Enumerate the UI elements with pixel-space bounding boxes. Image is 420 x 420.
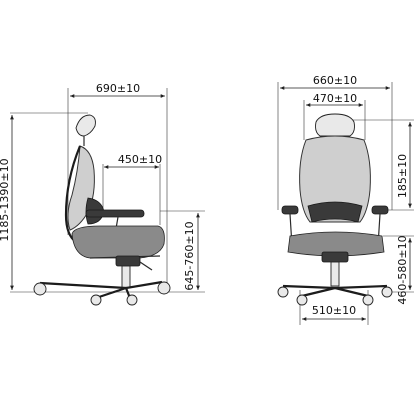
gas-lift xyxy=(121,265,131,289)
lumbar-front xyxy=(307,201,363,223)
caster-far-right xyxy=(381,286,393,298)
backrest-width-label: 470±10 xyxy=(313,92,357,105)
base-leg-back xyxy=(39,281,127,290)
backrest-front xyxy=(299,135,371,223)
overall-width-label: 660±10 xyxy=(313,74,357,87)
overall-height-label: 1185-1390±10 xyxy=(0,158,11,241)
caster-left xyxy=(90,294,102,306)
headrest-front xyxy=(315,113,355,137)
headrest-side xyxy=(75,114,96,137)
side-view: 690±10 450±10 1185-1390±10 645-760±10 xyxy=(0,82,205,306)
chair-front-drawing xyxy=(277,113,393,306)
seat-side xyxy=(71,225,165,259)
caster-near-right xyxy=(362,294,374,306)
gas-lift-front xyxy=(330,261,340,287)
headrest-height-label: 185±10 xyxy=(396,154,409,198)
armrest-left xyxy=(281,205,299,215)
base-width-label: 510±10 xyxy=(312,304,356,317)
seat-depth-label: 450±10 xyxy=(118,153,162,166)
backrest-frame xyxy=(64,145,82,243)
base-leg-far-left xyxy=(282,284,336,290)
seat-height-label: 645-760±10 xyxy=(183,221,196,290)
base-leg-near-right xyxy=(334,286,369,298)
armrest-pad xyxy=(85,209,145,218)
tension-lever xyxy=(139,261,153,271)
tilt-mechanism xyxy=(115,255,141,267)
overall-depth-label: 690±10 xyxy=(96,82,140,95)
mechanism-front xyxy=(321,251,349,263)
base-leg-near-left xyxy=(301,286,336,298)
armrest-height-label: 460-580±10 xyxy=(396,235,409,304)
base-leg-far-right xyxy=(334,284,388,290)
front-view: 660±10 470±10 185±10 460-580±10 510±10 xyxy=(277,74,414,325)
caster-near-left xyxy=(296,294,308,306)
base-leg-front xyxy=(125,280,163,290)
seat-front xyxy=(287,231,385,257)
armrest-right xyxy=(371,205,389,215)
caster-right xyxy=(126,294,138,306)
caster-back xyxy=(33,282,47,296)
base-leg-left xyxy=(95,286,127,300)
caster-far-left xyxy=(277,286,289,298)
caster-front xyxy=(157,281,171,295)
chair-side-drawing xyxy=(33,114,171,306)
